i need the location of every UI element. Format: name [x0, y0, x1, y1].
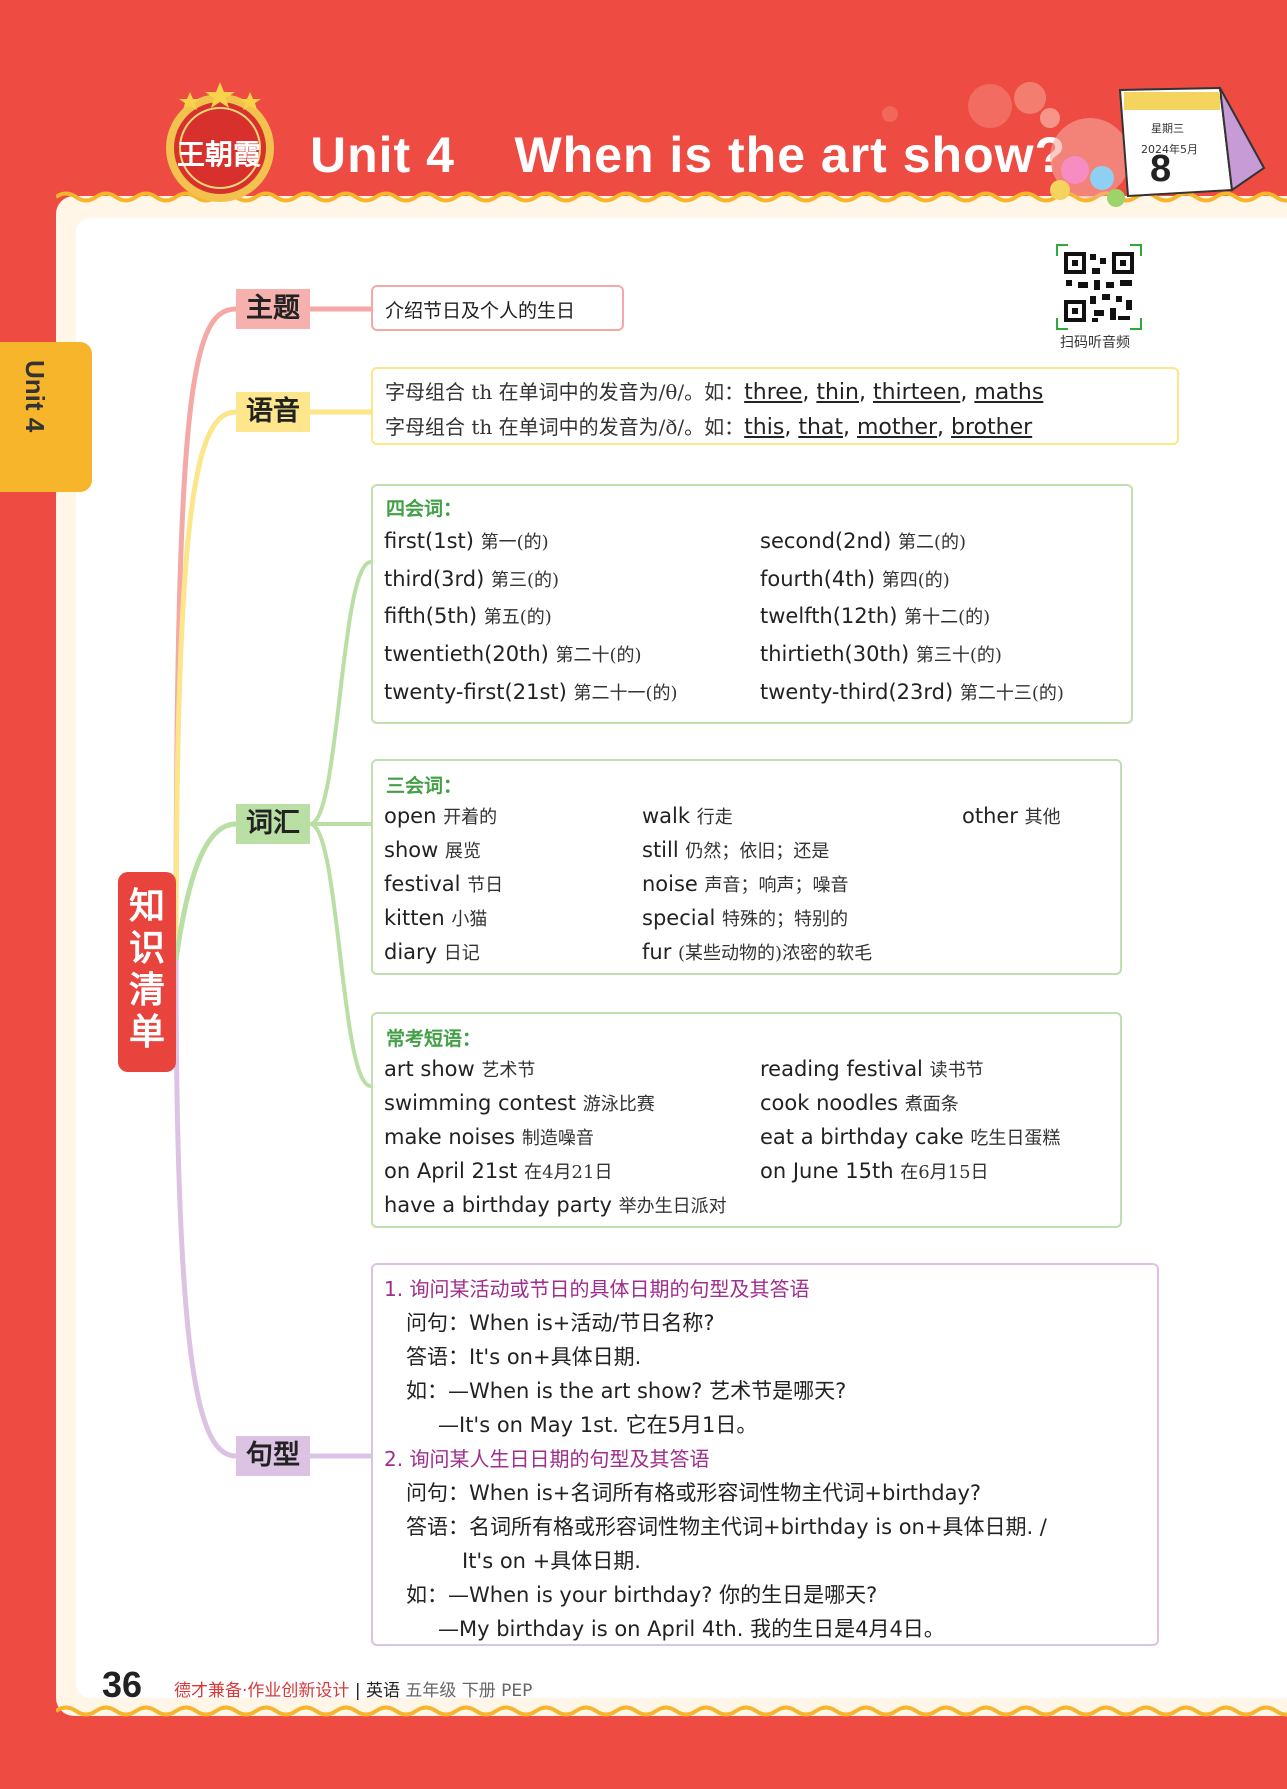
phonics-box: 字母组合 th 在单词中的发音为/θ/。如：three, thin, thirt…: [371, 367, 1179, 445]
four-skill-words-box: 四会词： first(1st) 第一(的) second(2nd) 第二(的) …: [371, 484, 1133, 724]
list-item: cook noodles 煮面条: [760, 1091, 959, 1115]
sentence-patterns-box: 1. 询问某活动或节日的具体日期的句型及其答语 问句：When is+活动/节日…: [371, 1263, 1159, 1646]
list-item: special 特殊的；特别的: [642, 906, 848, 930]
footer-grade: 五年级 下册 PEP: [405, 1681, 533, 1701]
pattern-1-question: 问句：When is+活动/节日名称?: [406, 1311, 715, 1335]
list-item: twentieth(20th) 第二十(的): [384, 642, 642, 666]
theme-box: 介绍节日及个人的生日: [371, 285, 624, 331]
list-item: twelfth(12th) 第十二(的): [760, 604, 991, 628]
pattern-1-example-question: 如：—When is the art show? 艺术节是哪天?: [406, 1379, 847, 1403]
list-item: fur (某些动物的)浓密的软毛: [642, 940, 873, 964]
list-item: still 仍然；依旧；还是: [642, 838, 830, 862]
page-title: Unit 4 When is the art show?: [310, 127, 1067, 183]
pattern-2-answer: 答语：名词所有格或形容词性物主代词+birthday is on+具体日期. /: [406, 1515, 1047, 1539]
calendar-month: 2024年5月: [1141, 143, 1198, 156]
list-item: eat a birthday cake 吃生日蛋糕: [760, 1125, 1061, 1149]
wavy-border-top: [56, 191, 1287, 203]
list-item: fourth(4th) 第四(的): [760, 567, 950, 591]
list-item: second(2nd) 第二(的): [760, 529, 967, 553]
list-item: first(1st) 第一(的): [384, 529, 549, 553]
list-item: other 其他: [962, 804, 1061, 828]
list-item: open 开着的: [384, 804, 498, 828]
list-item: third(3rd) 第三(的): [384, 567, 560, 591]
footer-subject: 英语: [365, 1681, 400, 1701]
list-item: on June 15th 在6月15日: [760, 1159, 989, 1183]
brand-logo-text: 王朝霞: [176, 138, 261, 171]
unit-side-tab: Unit 4: [0, 342, 92, 492]
three-skill-heading: 三会词：: [386, 775, 463, 797]
pattern-1-answer: 答语：It's on+具体日期.: [406, 1345, 642, 1369]
tag-sentences: 句型: [236, 1436, 310, 1476]
list-item: reading festival 读书节: [760, 1057, 984, 1081]
pattern-2-answer-alt: It's on +具体日期.: [462, 1549, 641, 1573]
qr-label: 扫码听音频: [1060, 335, 1130, 351]
brand-logo-icon: [166, 82, 274, 202]
calendar-weekday: 星期三: [1151, 122, 1184, 135]
page-number: 36: [102, 1664, 143, 1705]
phrases-box: 常考短语： art show 艺术节 reading festival 读书节 …: [371, 1012, 1122, 1228]
pattern-2-heading: 2. 询问某人生日日期的句型及其答语: [384, 1447, 710, 1471]
list-item: noise 声音；响声；噪音: [642, 872, 849, 896]
list-item: twenty-first(21st) 第二十一(的): [384, 680, 678, 704]
unit-side-tab-label: Unit 4: [20, 360, 50, 433]
phonics-line-2: 字母组合 th 在单词中的发音为/ð/。如：this, that, mother…: [385, 415, 1033, 440]
tag-theme: 主题: [236, 289, 310, 329]
tag-vocabulary: 词汇: [236, 804, 310, 844]
footer-divider: |: [354, 1681, 366, 1701]
list-item: walk 行走: [642, 804, 733, 828]
pattern-1-heading: 1. 询问某活动或节日的具体日期的句型及其答语: [384, 1277, 810, 1301]
list-item: thirtieth(30th) 第三十(的): [760, 642, 1002, 666]
calendar-decoration-icon: [882, 82, 1266, 207]
list-item: fifth(5th) 第五(的): [384, 604, 552, 628]
tag-phonics: 语音: [236, 392, 310, 432]
pattern-2-example-answer: —My birthday is on April 4th. 我的生日是4月4日。: [438, 1617, 945, 1641]
list-item: on April 21st 在4月21日: [384, 1159, 613, 1183]
wavy-border-bottom: [56, 1705, 1287, 1717]
list-item: diary 日记: [384, 940, 480, 964]
list-item: twenty-third(23rd) 第二十三(的): [760, 680, 1064, 704]
three-skill-words-box: 三会词： open 开着的 walk 行走 other 其他 show 展览 s…: [371, 759, 1122, 975]
qr-code-icon[interactable]: [1056, 244, 1142, 330]
footer-brand: 德才兼备·作业创新设计: [174, 1681, 350, 1701]
list-item: swimming contest 游泳比赛: [384, 1091, 655, 1115]
list-item: have a birthday party 举办生日派对: [384, 1193, 727, 1217]
four-skill-heading: 四会词：: [386, 498, 463, 520]
pattern-1-example-answer: —It's on May 1st. 它在5月1日。: [438, 1413, 758, 1437]
pattern-2-example-question: 如：—When is your birthday? 你的生日是哪天?: [406, 1583, 878, 1607]
phonics-line-1: 字母组合 th 在单词中的发音为/θ/。如：three, thin, thirt…: [385, 380, 1044, 405]
list-item: art show 艺术节: [384, 1057, 536, 1081]
pattern-2-question: 问句：When is+名词所有格或形容词性物主代词+birthday?: [406, 1481, 982, 1505]
list-item: make noises 制造噪音: [384, 1125, 594, 1149]
phrases-heading: 常考短语：: [386, 1028, 482, 1050]
mindmap-root: 知识清单: [118, 872, 176, 1072]
footer-info: 德才兼备·作业创新设计 | 英语 五年级 下册 PEP: [174, 1676, 532, 1701]
list-item: show 展览: [384, 838, 481, 862]
calendar-day: 8: [1150, 148, 1172, 190]
list-item: kitten 小猫: [384, 906, 488, 930]
list-item: festival 节日: [384, 872, 504, 896]
